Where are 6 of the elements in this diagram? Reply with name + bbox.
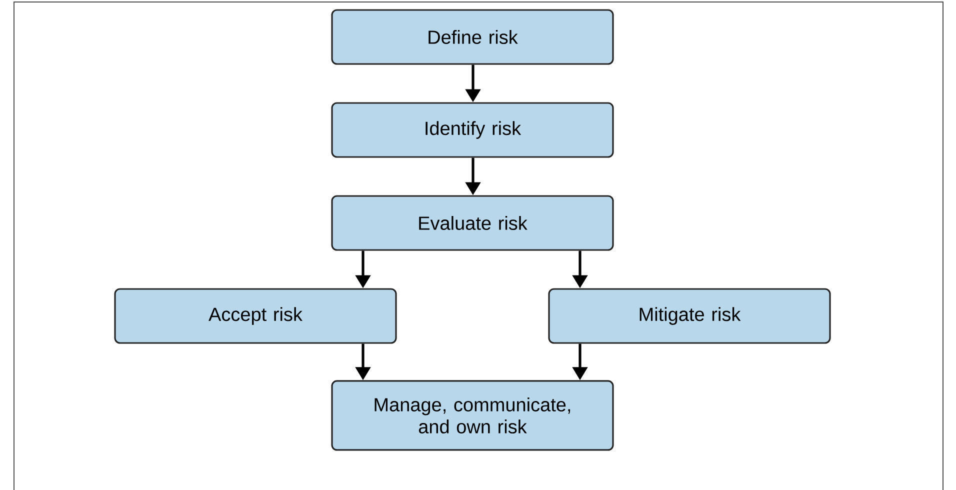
process-box: Manage, communicate, and own risk [331, 380, 614, 451]
process-box: Evaluate risk [331, 195, 614, 251]
process-box: Accept risk [114, 288, 397, 344]
process-box: Identify risk [331, 102, 614, 158]
process-box: Define risk [331, 9, 614, 65]
process-box: Mitigate risk [548, 288, 831, 344]
